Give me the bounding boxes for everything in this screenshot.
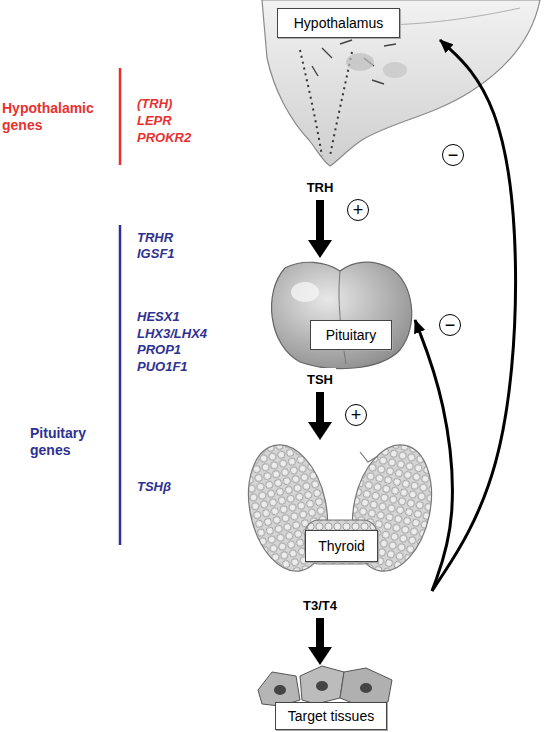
pituitary-highlight	[291, 282, 319, 302]
sign-circle: −	[442, 144, 464, 166]
gene-name: PROP1	[137, 342, 181, 358]
gene-name: TSHβ	[137, 479, 171, 495]
organ-node: Pituitary	[265, 258, 415, 368]
gene-name: TRHR	[137, 230, 173, 246]
gene-name: (TRH)	[137, 96, 172, 112]
hypothalamic-bracket	[119, 68, 122, 165]
sign-symbol: −	[448, 146, 459, 165]
organ-label: Thyroid	[305, 530, 378, 562]
neuron-tract	[300, 50, 322, 156]
gene-name: IGSF1	[137, 246, 175, 262]
nucleus-spot	[383, 62, 407, 78]
sign-circle: +	[347, 199, 369, 221]
gene-group-heading: Pituitary genes	[30, 425, 102, 459]
cell-nucleus	[316, 681, 328, 691]
hormone-label: T3/T4	[300, 595, 340, 618]
hormone-label: TRH	[304, 168, 337, 200]
feedback-arrow	[432, 40, 516, 591]
sign-symbol: +	[353, 201, 364, 220]
sign-circle: −	[439, 314, 461, 336]
gene-name: PROKR2	[137, 130, 191, 146]
neuron-tract	[330, 52, 352, 156]
cell-nucleus	[360, 683, 372, 693]
sign-symbol: +	[351, 406, 362, 425]
nucleus-spot	[346, 53, 374, 71]
organ-label: Hypothalamus	[277, 8, 400, 38]
sign-circle: +	[345, 404, 367, 426]
thyroid-notch	[360, 452, 378, 462]
hypothalamus-shape	[262, 0, 540, 166]
pituitary-bracket	[119, 225, 122, 545]
target-tissues-illustration	[258, 666, 392, 706]
organ-label: Pituitary	[310, 320, 392, 350]
gene-name: LHX3/LHX4	[137, 326, 207, 342]
thyroid-isthmus	[305, 520, 377, 564]
organ-node: Hypothalamus	[262, 0, 440, 168]
cell-nucleus	[274, 685, 286, 695]
organ-node: Target tissues	[252, 665, 400, 732]
organ-node: Thyroid	[248, 440, 432, 595]
sign-symbol: −	[445, 316, 456, 335]
tissue-cell	[258, 672, 300, 706]
hypothalamus-illustration	[262, 0, 540, 166]
gene-name: PUO1F1	[137, 359, 188, 375]
organ-label: Target tissues	[275, 702, 387, 730]
neuron-dashes	[312, 40, 396, 84]
tissue-cell	[340, 668, 392, 706]
gene-group-heading: Hypothalamic genes	[2, 100, 106, 134]
pituitary-lobe-line	[339, 271, 346, 364]
gene-name: LEPR	[137, 113, 172, 129]
pituitary-shape	[272, 262, 412, 368]
thyroid-illustration	[238, 437, 443, 578]
feedback-arrow	[415, 320, 452, 591]
gene-name: HESX1	[137, 309, 180, 325]
pituitary-illustration	[272, 262, 412, 368]
tissue-cell	[300, 666, 344, 704]
hormone-label: TSH	[304, 368, 336, 392]
